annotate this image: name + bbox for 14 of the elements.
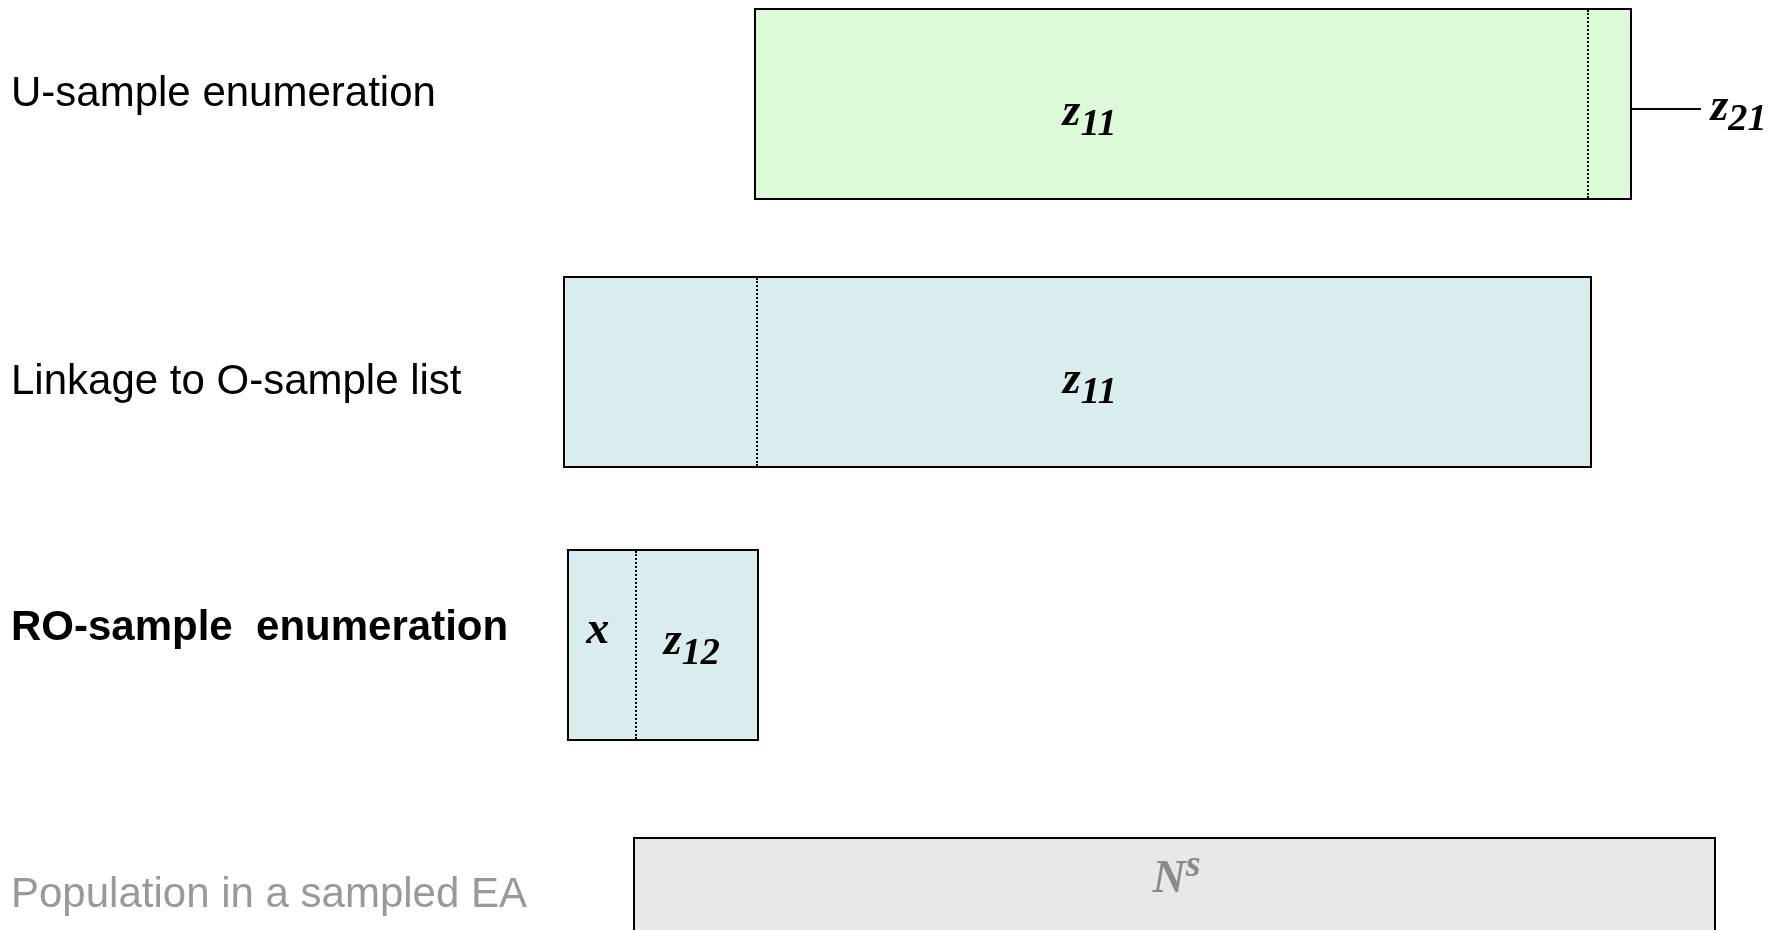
enumeration-bar [754, 8, 1632, 200]
population-bar [633, 837, 1716, 930]
enumeration-bar [567, 549, 759, 741]
variable-label: z$_{21}$ [1710, 81, 1767, 137]
row-label: Linkage to O-sample list [11, 359, 462, 401]
row-label: Population in a sampled EA [11, 872, 527, 914]
variable-label: x [586, 604, 610, 651]
linkage-bar [563, 276, 1592, 468]
variable-label: z$_{11}$ [1062, 86, 1117, 141]
row-label: U-sample enumeration [11, 71, 436, 113]
variable-label: N$^{s}$ [1152, 843, 1201, 901]
row-label: RO-sample enumeration [11, 605, 509, 647]
variable-label: z$_{11}$ [1062, 354, 1117, 409]
variable-label: z$_{12}$ [663, 615, 720, 671]
